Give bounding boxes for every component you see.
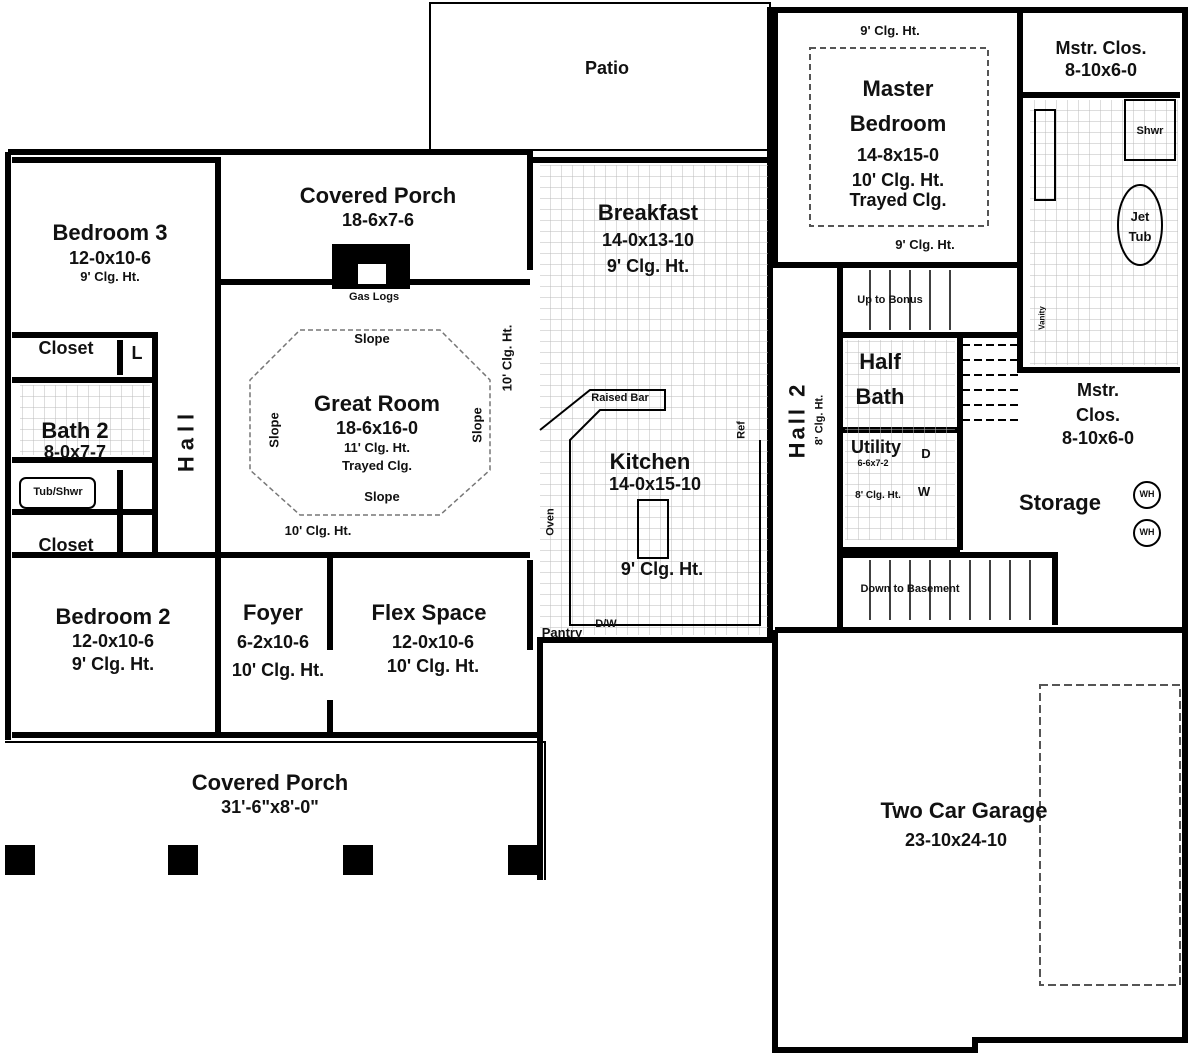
master-closet-bottom-size: 8-10x6-0 [1061,428,1135,448]
breakfast-name: Breakfast [597,200,699,225]
master-tray: Trayed Clg. [849,190,947,210]
pantry-label: Pantry [541,625,583,640]
ref-label: Ref [735,421,748,439]
breakfast-ceiling: 9' Clg. Ht. [606,256,690,276]
master-name-1: Master [862,76,934,101]
front-porch-size: 31'-6"x8'-0" [221,797,319,817]
hall2-label: Hall 2 [784,381,810,459]
master-ceiling-bottom: 9' Clg. Ht. [895,237,955,252]
linen-label: L [131,343,143,363]
bedroom3-size: 12-0x10-6 [68,248,152,268]
bedroom3-ceiling: 9' Clg. Ht. [80,269,140,284]
jet-tub-l2: Tub [1128,229,1152,244]
bedroom2-ceiling: 9' Clg. Ht. [71,654,155,674]
rear-porch-size: 18-6x7-6 [341,210,415,230]
breakfast-size: 14-0x13-10 [601,230,695,250]
half-bath-l2: Bath [855,384,905,409]
water-heater-2: WH [1139,527,1155,537]
flex-name: Flex Space [371,600,487,625]
hall-label: Hall [173,407,199,473]
slope-right: Slope [469,407,485,443]
tub-shower-label: Tub/Shwr [33,486,83,498]
oven-label: Oven [544,508,557,536]
bedroom2-size: 12-0x10-6 [71,631,155,651]
kitchen-ceiling: 9' Clg. Ht. [620,559,704,579]
shower-label: Shwr [1136,125,1164,137]
bath2-name: Bath 2 [41,418,109,443]
flex-size: 12-0x10-6 [391,632,475,652]
garage-name: Two Car Garage [880,798,1048,823]
master-ceiling-top: 9' Clg. Ht. [860,23,920,38]
patio-label: Patio [584,58,630,78]
bedroom3-name: Bedroom 3 [52,220,168,245]
master-closet-bottom-l1: Mstr. [1076,380,1120,400]
garage-size: 23-10x24-10 [904,830,1008,850]
dryer-label: D [921,446,931,461]
gas-logs-label: Gas Logs [348,291,400,303]
foyer-ceiling: 10' Clg. Ht. [231,660,325,680]
dishwasher-label: D/W [595,618,617,630]
utility-size: 6-6x7-2 [857,458,889,468]
master-ceiling: 10' Clg. Ht. [851,170,945,190]
utility-ceiling: 8' Clg. Ht. [855,490,901,501]
great-room-size: 18-6x16-0 [335,418,419,438]
bedroom2-name: Bedroom 2 [55,604,171,629]
storage-label: Storage [1019,490,1101,515]
down-to-basement-label: Down to Basement [860,583,960,595]
great-room-ceiling-10b: 10' Clg. Ht. [284,523,352,538]
master-closet-top-size: 8-10x6-0 [1064,60,1138,80]
master-closet-top-name: Mstr. Clos. [1055,38,1147,58]
closet-top-label: Closet [38,338,94,358]
master-size: 14-8x15-0 [856,145,940,165]
jet-tub-l1: Jet [1130,209,1150,224]
utility-name: Utility [850,437,902,457]
hall2-ceiling: 8' Clg. Ht. [813,394,826,446]
slope-bottom: Slope [364,489,400,504]
great-room-name: Great Room [314,391,440,416]
vanity-label: Vanity [1037,306,1047,330]
master-name-2: Bedroom [849,111,947,136]
front-porch-name: Covered Porch [191,770,349,795]
water-heater-1: WH [1139,489,1155,499]
slope-left: Slope [266,412,282,448]
washer-label: W [917,484,931,499]
foyer-name: Foyer [243,600,303,625]
up-to-bonus-label: Up to Bonus [857,294,923,306]
master-closet-bottom-l2: Clos. [1075,405,1121,425]
great-room-ceiling-10: 10' Clg. Ht. [499,324,515,392]
half-bath-l1: Half [859,349,901,374]
foyer-size: 6-2x10-6 [236,632,310,652]
bath2-size: 8-0x7-7 [43,442,107,462]
closet-bottom-label: Closet [38,535,94,555]
slope-top: Slope [354,331,390,346]
great-room-ceiling: 11' Clg. Ht. [344,440,410,455]
flex-ceiling: 10' Clg. Ht. [386,656,480,676]
rear-porch-name: Covered Porch [299,183,457,208]
kitchen-size: 14-0x15-10 [608,474,702,494]
great-room-tray: Trayed Clg. [341,458,413,473]
raised-bar-label: Raised Bar [591,392,649,404]
kitchen-name: Kitchen [609,449,691,474]
